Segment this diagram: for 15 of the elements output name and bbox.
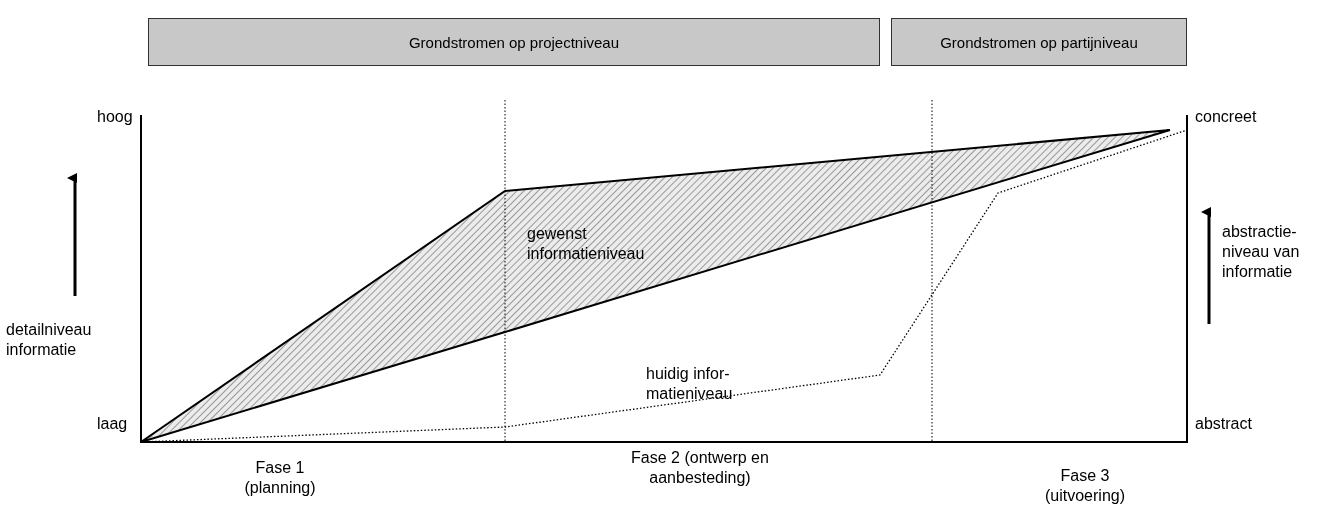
axis-label: abstractie- niveau van informatie bbox=[1222, 222, 1301, 282]
axis-label: Fase 1 (planning) bbox=[243, 458, 317, 498]
header-box bbox=[891, 18, 1187, 66]
axis-label: huidig infor- matieniveau bbox=[646, 364, 734, 404]
header-box bbox=[148, 18, 880, 66]
axis-label: gewenst informatieniveau bbox=[527, 224, 646, 264]
axis-label: abstract bbox=[1195, 414, 1253, 434]
axis-label: concreet bbox=[1195, 107, 1258, 127]
axis-label: Fase 2 (ontwerp en aanbesteding) bbox=[630, 448, 770, 488]
header-text: Grondstromen op partijniveau bbox=[940, 33, 1138, 51]
axis-label: detailniveau informatie bbox=[6, 320, 93, 360]
axis-label: Fase 3 (uitvoering) bbox=[1044, 466, 1126, 506]
header-text: Grondstromen op projectniveau bbox=[408, 33, 620, 51]
axis-label: hoog bbox=[97, 107, 134, 127]
axis-label: laag bbox=[97, 414, 129, 434]
